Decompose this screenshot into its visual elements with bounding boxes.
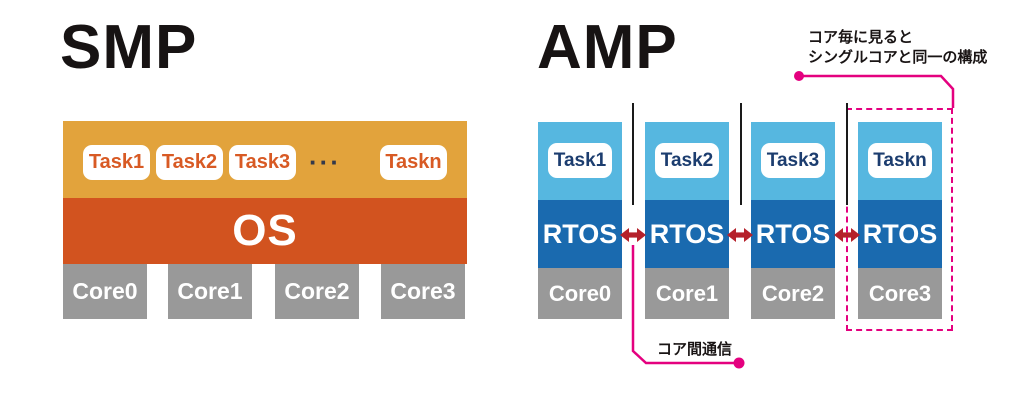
amp-core-box: Core0 (538, 268, 622, 319)
smp-os-layer: OS (63, 198, 467, 264)
smp-task-chip: Task2 (156, 145, 223, 180)
amp-rtos-layer: RTOS (751, 200, 835, 268)
annotation-line: コア毎に見ると (808, 29, 914, 46)
amp-column: Task1 RTOS Core0 (538, 122, 622, 319)
column-separator-line (632, 103, 634, 205)
annotation-per-core-note: コア毎に見ると シングルコアと同一の構成 (808, 28, 987, 68)
leader-dot-top (794, 71, 804, 81)
smp-core-box: Core3 (381, 264, 465, 319)
amp-column: Task2 RTOS Core1 (645, 122, 729, 319)
annotation-line: シングルコアと同一の構成 (808, 49, 988, 66)
amp-task-layer: Taskn (858, 122, 942, 200)
amp-task-layer: Task3 (751, 122, 835, 200)
amp-task-layer: Task1 (538, 122, 622, 200)
amp-column: Task3 RTOS Core2 (751, 122, 835, 319)
amp-core-box: Core1 (645, 268, 729, 319)
amp-task-chip: Taskn (868, 143, 932, 178)
column-separator-line (846, 103, 848, 205)
amp-core-box: Core2 (751, 268, 835, 319)
smp-task-chip: Task1 (83, 145, 150, 180)
leader-dot-bottom (733, 357, 745, 369)
amp-rtos-layer: RTOS (858, 200, 942, 268)
smp-core-box: Core2 (275, 264, 359, 319)
amp-core-box: Core3 (858, 268, 942, 319)
single-core-highlight-box (846, 108, 953, 331)
annotation-inter-core-comm: コア間通信 (657, 341, 733, 358)
amp-task-layer: Task2 (645, 122, 729, 200)
leader-line-top (799, 74, 955, 108)
amp-rtos-layer: RTOS (645, 200, 729, 268)
inter-core-arrow-icon (727, 228, 753, 242)
smp-task-chip: Taskn (380, 145, 447, 180)
smp-task-layer: Task1 Task2 Task3 ··· Taskn (63, 121, 467, 198)
smp-task-chip: Task3 (229, 145, 296, 180)
amp-task-chip: Task3 (761, 143, 825, 178)
amp-rtos-layer: RTOS (538, 200, 622, 268)
smp-core-box: Core1 (168, 264, 252, 319)
amp-column: Taskn RTOS Core3 (858, 122, 942, 319)
amp-title: AMP (537, 13, 678, 82)
column-separator-line (740, 103, 742, 205)
smp-core-box: Core0 (63, 264, 147, 319)
ellipsis-dots: ··· (309, 147, 341, 177)
smp-title: SMP (60, 13, 198, 82)
amp-task-chip: Task2 (655, 143, 719, 178)
inter-core-arrow-icon (620, 228, 646, 242)
inter-core-arrow-icon (834, 228, 860, 242)
amp-task-chip: Task1 (548, 143, 612, 178)
